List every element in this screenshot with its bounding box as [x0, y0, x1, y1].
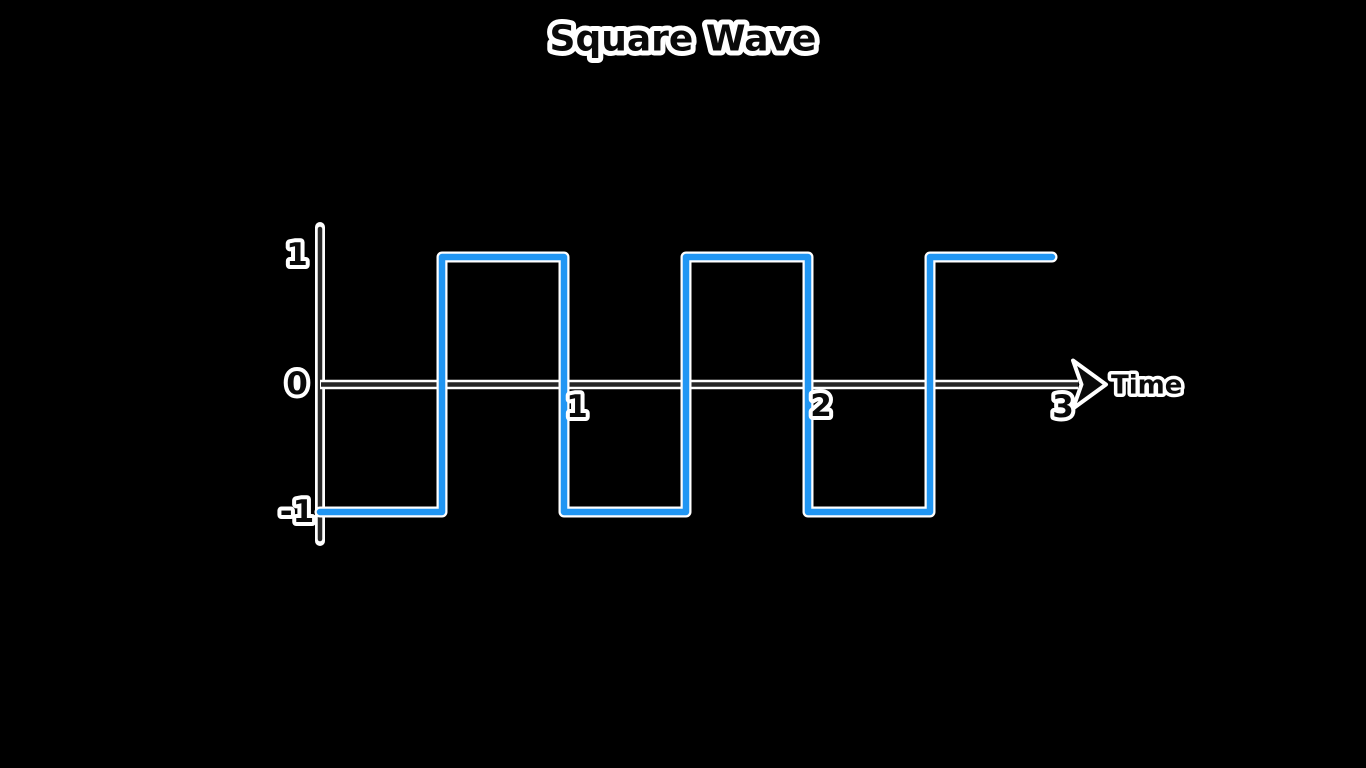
chart-title: Square Wave	[550, 19, 817, 60]
x-axis-name-time: Time	[1111, 371, 1182, 401]
y-tick-label-0: 0	[286, 366, 308, 402]
x-axis-arrowhead-icon	[1071, 358, 1108, 411]
square-wave-line	[314, 251, 1058, 518]
x-tick-label-3: 3	[1052, 389, 1074, 425]
square-wave-core	[316, 253, 1056, 516]
y-tick-label-neg-1: -1	[280, 494, 314, 530]
y-tick-label-1: 1	[286, 237, 308, 273]
x-tick-label-2: 2	[810, 388, 832, 424]
x-tick-label-1: 1	[566, 389, 588, 425]
